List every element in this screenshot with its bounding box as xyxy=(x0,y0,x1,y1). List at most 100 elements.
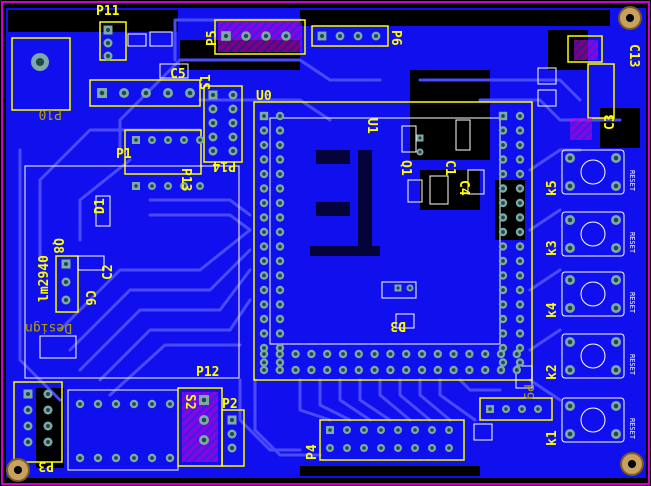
u0-pin xyxy=(259,329,269,338)
u0-pin xyxy=(515,169,525,179)
p13-outline xyxy=(124,129,202,175)
p9-pin xyxy=(518,405,526,413)
p12-outline xyxy=(24,165,240,379)
p1-pin xyxy=(23,421,33,431)
u0-pin xyxy=(386,365,395,375)
u0-pin xyxy=(498,329,508,338)
u0-pin xyxy=(323,349,332,359)
label-design: Design xyxy=(25,320,72,335)
p2-pin xyxy=(227,415,237,425)
u0-pin xyxy=(498,256,508,266)
switch-pin xyxy=(611,215,621,225)
p5-pin xyxy=(221,31,231,41)
u0-pin xyxy=(307,365,316,375)
copper-trace xyxy=(318,378,352,422)
p1-pin xyxy=(23,437,33,447)
p3-pin xyxy=(129,453,139,463)
designators: P11 P5 P6 S1 C5 U0 P14 P13 P1 P12 P2 S2 … xyxy=(37,4,641,473)
u0-pin xyxy=(496,349,506,359)
u0-pin xyxy=(515,140,525,150)
u0-pin xyxy=(259,271,269,280)
p5-pin xyxy=(281,31,291,41)
switch-pin xyxy=(611,275,621,285)
p4-pin xyxy=(445,444,453,452)
u0-pin xyxy=(512,365,521,375)
u0-pin xyxy=(259,349,269,359)
copper-trace xyxy=(528,268,562,292)
u0-pin xyxy=(498,300,508,309)
u0-pin xyxy=(275,349,284,359)
u0-pin xyxy=(275,314,285,324)
q8-outline xyxy=(55,255,79,313)
label-p1: P1 xyxy=(116,147,132,162)
u0-pin xyxy=(498,126,508,135)
p9-pin xyxy=(502,405,510,413)
u0-pin xyxy=(275,271,285,280)
u0-pin xyxy=(259,213,269,222)
p14-pin xyxy=(208,104,218,114)
u0-pin xyxy=(259,198,269,208)
s1-pin xyxy=(119,88,129,98)
q1-hatch xyxy=(570,118,592,140)
p4-pin xyxy=(394,426,402,434)
u0-pin xyxy=(259,365,269,375)
p3-pin xyxy=(147,453,157,463)
u0-pin xyxy=(259,285,269,295)
p4-pin xyxy=(326,426,334,434)
p6-pin xyxy=(317,31,327,41)
u0-pin xyxy=(291,365,300,375)
switch-pin xyxy=(611,429,621,439)
u0-pin xyxy=(481,365,490,375)
p13-pin xyxy=(148,136,156,144)
u0-pin xyxy=(354,365,363,375)
p9-pin xyxy=(486,405,494,413)
label-p13: P13 xyxy=(178,168,193,191)
p14-pin xyxy=(228,118,238,128)
label-u1: U1 xyxy=(364,118,379,134)
label-u0: U0 xyxy=(256,89,272,104)
u0-pin xyxy=(259,227,269,237)
p14-pin xyxy=(208,146,218,156)
switch-pin xyxy=(565,243,575,253)
u0-pin xyxy=(259,358,269,367)
p6-outline xyxy=(311,25,389,47)
p4-outline xyxy=(319,419,465,461)
label-p11: P11 xyxy=(96,4,120,19)
u1-pin xyxy=(416,148,424,156)
u0-pin xyxy=(402,365,411,375)
label-p12: P12 xyxy=(196,365,219,380)
u0-pin xyxy=(259,126,269,135)
p4-pin xyxy=(445,426,453,434)
copper-trace xyxy=(528,378,562,402)
copper-trace xyxy=(418,378,452,422)
silk-outlines xyxy=(11,19,615,471)
u0-pin xyxy=(515,271,525,280)
u0-pin xyxy=(515,256,525,266)
u0-pin xyxy=(515,285,525,295)
p14-pin xyxy=(228,132,238,142)
label-d1: D1 xyxy=(93,198,108,214)
u0-pin xyxy=(275,242,285,251)
p1-pin xyxy=(43,421,53,431)
u0-pin xyxy=(433,349,442,359)
u0-pin xyxy=(498,169,508,179)
u0-pin xyxy=(515,358,525,367)
label-c6: C6 xyxy=(82,290,97,306)
p2-pin xyxy=(227,443,237,453)
p4-pin xyxy=(428,444,436,452)
s1-pin xyxy=(97,88,107,98)
copper-trace xyxy=(118,58,382,152)
p13-pin xyxy=(180,182,188,190)
p1-pin xyxy=(23,389,33,399)
label-p3: P3 xyxy=(38,458,54,473)
reset-label-k5: RESET xyxy=(628,170,636,192)
smd-components xyxy=(39,31,557,441)
p5-pin xyxy=(261,31,271,41)
p1-outline xyxy=(13,381,63,463)
switch-pin xyxy=(565,275,575,285)
copper-trace xyxy=(338,378,372,422)
copper-trace xyxy=(148,213,252,232)
u0-pin xyxy=(498,285,508,295)
copper-trace xyxy=(398,378,432,422)
